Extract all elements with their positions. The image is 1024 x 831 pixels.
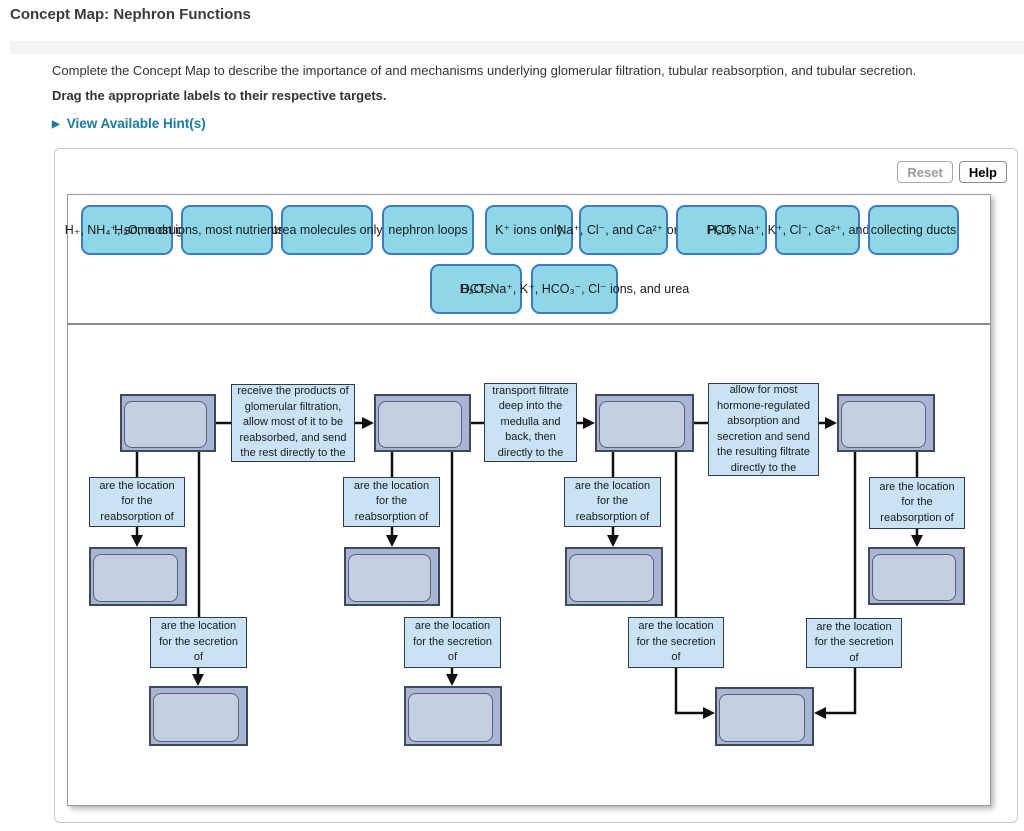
- drag-instruction-text: Drag the appropriate labels to their res…: [52, 88, 387, 103]
- drop-target-reabsorption3[interactable]: [565, 547, 663, 606]
- reabsorption-text-col2: are the location for the reabsorption of: [343, 477, 440, 527]
- concept-map-workspace: H₊, NH₄⁺, some drugs H₂O, most ions, mos…: [65, 194, 991, 806]
- drag-label-h2o-most-ions-nutrients[interactable]: H₂O, most ions, most nutrients, and urea: [114, 205, 340, 255]
- connector-lines-and-arrows: [131, 417, 923, 719]
- view-hints-label: View Available Hint(s): [66, 116, 206, 131]
- process-box-transport-filtrate: transport filtrate deep into the medulla…: [484, 383, 577, 462]
- help-button[interactable]: Help: [958, 161, 1007, 183]
- drop-target-stage3-inner: [599, 401, 685, 448]
- drop-target-secretion1[interactable]: [149, 686, 248, 746]
- drop-target-stage4-inner: [841, 401, 926, 448]
- drop-target-stage4[interactable]: [837, 394, 935, 452]
- drag-label-nephron-loops[interactable]: nephron loops: [382, 205, 474, 255]
- drag-label-urea-molecules-only[interactable]: urea molecules only: [271, 205, 383, 255]
- reset-button[interactable]: Reset: [897, 161, 953, 183]
- drag-label-pcts[interactable]: PCTs: [676, 205, 767, 255]
- reabsorption-text-col1: are the location for the reabsorption of: [89, 477, 185, 527]
- label-bank: H₊, NH₄⁺, some drugs H₂O, most ions, mos…: [65, 195, 990, 325]
- drag-label-h2o-na-k-hco3-cl-urea[interactable]: H₂O, Na⁺, K⁺, HCO₃⁻, Cl⁻ ions, and urea: [460, 264, 689, 314]
- drag-label-collecting-ducts[interactable]: collecting ducts: [868, 205, 959, 255]
- drop-target-stage3[interactable]: [595, 394, 694, 452]
- instructions-text: Complete the Concept Map to describe the…: [52, 63, 917, 78]
- secretion-text-col3: are the location for the secretion of: [628, 617, 724, 668]
- drop-target-reabsorption1[interactable]: [89, 547, 187, 606]
- drag-label-k-ions-only[interactable]: K⁺ ions only: [485, 205, 573, 255]
- drop-target-reabsorption2[interactable]: [344, 547, 440, 606]
- drop-target-secretion-shared[interactable]: [715, 687, 814, 746]
- drag-label-na-cl-ca-only[interactable]: Na⁺, Cl⁻, and Ca²⁺ only: [557, 205, 690, 255]
- drag-label-h-nh4-some-drugs[interactable]: H₊, NH₄⁺, some drugs: [65, 205, 189, 255]
- process-box-hormone-regulated: allow for most hormone-regulated absorpt…: [708, 383, 819, 476]
- page-title: Concept Map: Nephron Functions: [10, 6, 251, 23]
- drag-label-dcts[interactable]: DCTs: [430, 264, 522, 314]
- header-divider-bar: [10, 41, 1024, 54]
- drop-target-reabsorption4[interactable]: [868, 547, 965, 605]
- drop-target-stage2-inner: [378, 401, 462, 448]
- toolbar: Reset Help: [897, 161, 1007, 183]
- drop-target-reabsorption3-inner: [569, 554, 654, 602]
- drop-target-stage2[interactable]: [374, 394, 471, 452]
- activity-panel: Reset Help H₊, NH₄⁺, some drugs H₂O, mos…: [54, 148, 1018, 823]
- reabsorption-text-col4: are the location for the reabsorption of: [869, 477, 965, 529]
- drop-target-secretion2[interactable]: [404, 686, 502, 746]
- drop-target-stage1[interactable]: [120, 394, 216, 452]
- drop-target-reabsorption4-inner: [872, 554, 956, 601]
- reabsorption-text-col3: are the location for the reabsorption of: [564, 477, 661, 527]
- view-hints-link[interactable]: ▶ View Available Hint(s): [52, 116, 206, 131]
- secretion-text-col2: are the location for the secretion of: [404, 617, 501, 668]
- drag-label-h2o-na-k-cl-ca-mg-ions[interactable]: H₂O, Na⁺, K⁺, Cl⁻, Ca²⁺, and Mg²⁺ ions: [708, 205, 927, 255]
- drop-target-stage1-inner: [124, 401, 207, 448]
- secretion-text-col4: are the location for the secretion of: [806, 618, 902, 668]
- process-box-glomerular-filtration: receive the products of glomerular filtr…: [231, 384, 355, 462]
- expand-triangle-icon: ▶: [52, 119, 60, 130]
- drop-target-secretion1-inner: [153, 693, 239, 742]
- drop-target-secretion2-inner: [408, 693, 493, 742]
- concept-map-diagram: receive the products of glomerular filtr…: [68, 325, 990, 805]
- secretion-text-col1: are the location for the secretion of: [150, 617, 247, 668]
- drop-target-reabsorption2-inner: [348, 554, 431, 602]
- drop-target-secretion-shared-inner: [719, 694, 805, 742]
- drop-target-reabsorption1-inner: [93, 554, 178, 602]
